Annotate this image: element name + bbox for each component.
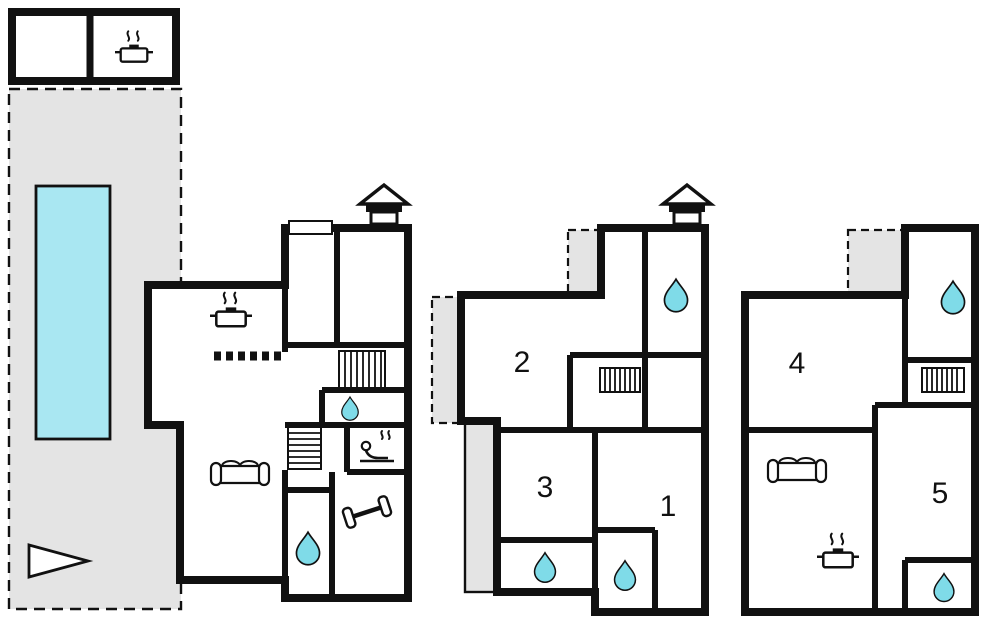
sofa-icon: [766, 456, 828, 484]
room-label-3: 3: [537, 471, 554, 504]
terrace: [430, 295, 463, 425]
stairs-icon: [287, 426, 322, 470]
building-a-exterior-walls: [144, 224, 412, 602]
building-c: 4 5: [741, 224, 979, 616]
building-c-interior-walls: [745, 295, 975, 612]
stairs-icon: [338, 350, 386, 389]
sofa-icon: [209, 459, 271, 487]
chimney-icon: [358, 183, 410, 226]
terrace: [463, 419, 497, 594]
building-b-interior-walls: [497, 228, 705, 612]
outbuilding-walls: [8, 8, 180, 85]
room-label-1: 1: [660, 490, 677, 523]
room-label-5: 5: [932, 477, 949, 510]
terrace: [846, 228, 907, 295]
outbuilding: [8, 8, 180, 85]
chimney-icon: [661, 183, 713, 226]
room-label-4: 4: [789, 347, 806, 380]
terrace: [566, 228, 603, 295]
room-label-2: 2: [514, 346, 531, 379]
building-a-interior-walls: [282, 228, 408, 598]
flag-icon: [27, 543, 94, 579]
stairs-icon: [921, 367, 965, 393]
pool: [34, 184, 112, 441]
window-icon: [288, 220, 333, 235]
building-a: [144, 183, 412, 602]
building-b: 2 3 1: [430, 183, 713, 616]
stairs-icon: [599, 367, 641, 393]
